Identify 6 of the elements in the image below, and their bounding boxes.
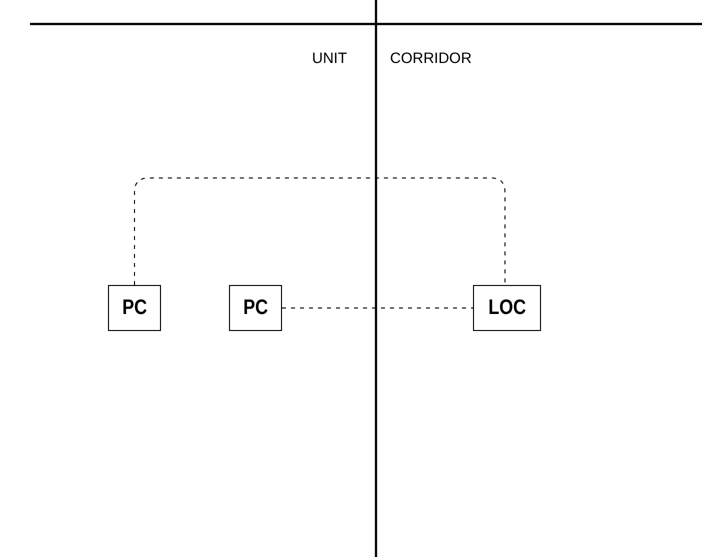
device-box: PC — [229, 285, 282, 331]
area-label: CORRIDOR — [390, 50, 472, 67]
device-box: LOC — [473, 285, 541, 331]
area-label: UNIT — [312, 50, 347, 67]
dashed-connector — [134, 178, 506, 286]
device-box: PC — [108, 285, 161, 331]
